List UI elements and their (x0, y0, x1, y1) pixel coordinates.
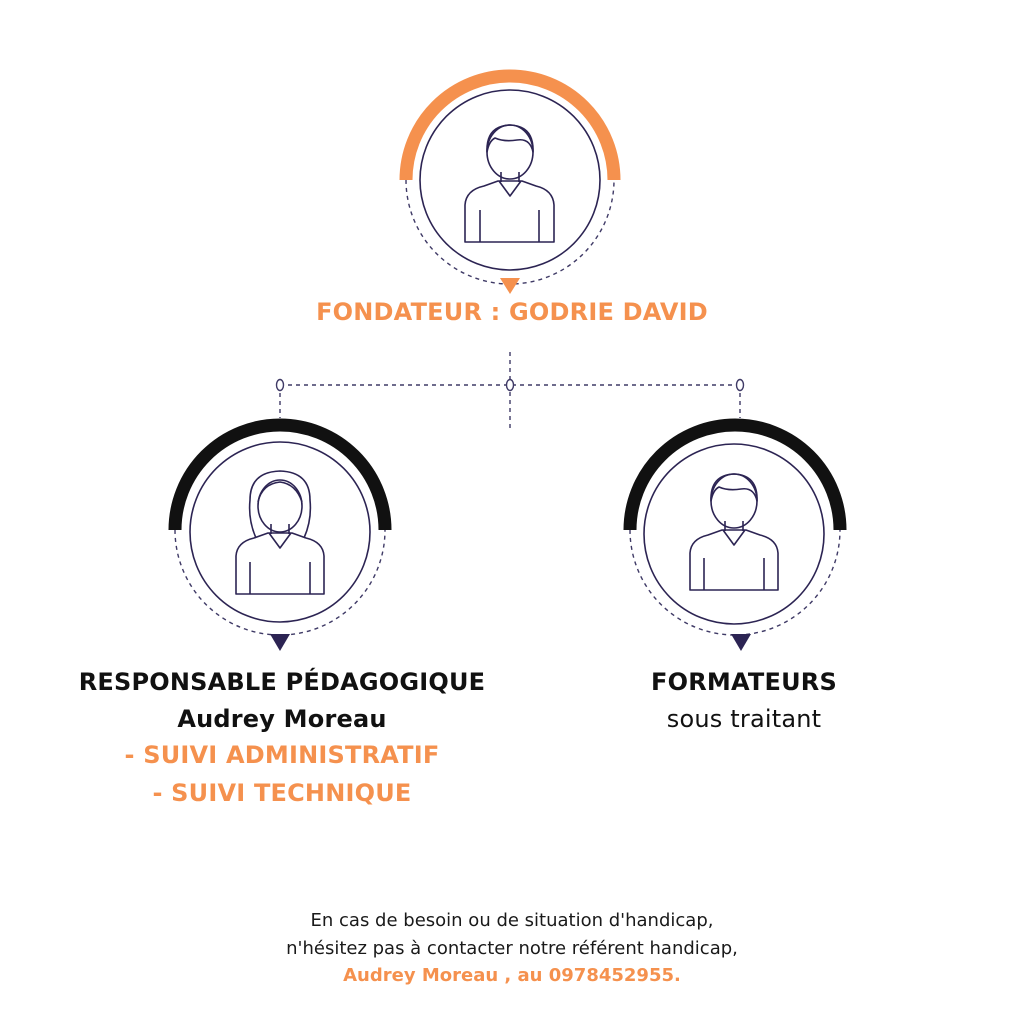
responsable-pointer (270, 634, 290, 651)
responsable-node (168, 418, 392, 651)
connector-node-left (275, 378, 285, 392)
formateurs-title: FORMATEURS (651, 668, 837, 696)
connector-nodes (275, 378, 745, 392)
formateurs-node (623, 418, 847, 651)
connector-node-center (505, 378, 515, 392)
formateurs-accent-arc (623, 418, 847, 531)
founder-node (399, 69, 621, 294)
handicap-contact: Audrey Moreau , au 0978452955. (343, 965, 681, 986)
connectors (279, 352, 741, 432)
man-avatar-icon (689, 473, 779, 591)
responsable-inner-circle (189, 441, 371, 623)
responsable-dashed-arc (174, 529, 386, 636)
formateurs-subtitle: sous traitant (666, 705, 822, 733)
connector-node-right (735, 378, 745, 392)
responsable-title: RESPONSABLE PÉDAGOGIQUE (78, 668, 486, 696)
founder-label: FONDATEUR : GODRIE DAVID (316, 298, 708, 326)
responsable-accent-arc (168, 418, 392, 531)
responsable-duty-technique: - SUIVI TECHNIQUE (152, 779, 412, 807)
man-avatar-icon (464, 124, 555, 243)
handicap-note-line-2: n'hésitez pas à contacter notre référent… (286, 938, 738, 959)
woman-avatar-icon (235, 470, 325, 595)
formateurs-inner-circle (643, 443, 825, 625)
founder-pointer (500, 278, 520, 294)
handicap-note-line-1: En cas de besoin ou de situation d'handi… (310, 910, 714, 931)
formateurs-pointer (731, 634, 751, 651)
founder-inner-circle (419, 89, 601, 271)
responsable-name: Audrey Moreau (177, 705, 387, 733)
formateurs-dashed-arc (629, 529, 841, 636)
founder-accent-arc (399, 69, 621, 181)
responsable-duty-admin: - SUIVI ADMINISTRATIF (124, 741, 440, 769)
